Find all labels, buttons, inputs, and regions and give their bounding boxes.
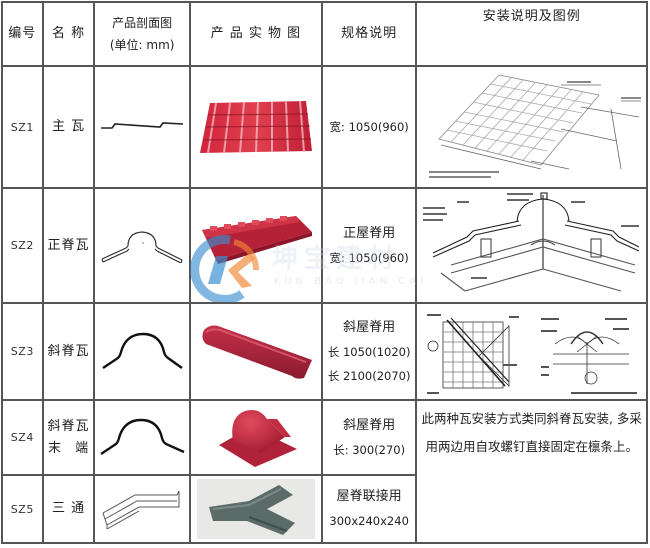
red-ridge-tile-icon (201, 215, 312, 264)
hip-installation-diagram-icon (426, 313, 637, 394)
header-section-unit: (单位: mm) (109, 38, 175, 52)
code-cell: SZ1 (1, 65, 44, 189)
code-cell: SZ4 (1, 399, 44, 476)
photo-cell (188, 474, 323, 544)
red-main-tile-sheet-icon (199, 100, 312, 154)
photo-cell (188, 187, 323, 304)
header-section: 产品剖面图 (单位: mm) (93, 1, 191, 67)
name-cell: 正脊瓦 (41, 187, 96, 304)
photo-cell (188, 65, 323, 189)
spec-cell: 斜屋脊用 长: 300(270) (320, 399, 418, 476)
install-cell (415, 302, 648, 401)
red-hip-end-cap-icon (218, 409, 297, 467)
spec-cell: 斜屋脊用 长 1050(1020) 长 2100(2070) (320, 302, 418, 401)
table-row: SZ1 主 瓦 (1, 65, 648, 189)
hip-tile-profile-icon (102, 332, 183, 369)
ridge-tile-profile-icon (101, 230, 183, 263)
name-cell: 斜脊瓦 (41, 302, 96, 401)
ridge-installation-diagram-icon (422, 191, 639, 292)
install-cell (415, 187, 648, 304)
code-cell: SZ2 (1, 187, 44, 304)
header-photo: 产 品 实 物 图 (188, 1, 323, 67)
photo-cell (188, 399, 323, 476)
header-code: 编号 (1, 1, 44, 67)
table-row: SZ5 三 通 屋脊联接用 (1, 474, 647, 544)
install-cell (415, 65, 648, 189)
section-cell (93, 65, 191, 189)
header-section-title: 产品剖面图 (112, 16, 173, 30)
red-hip-tile-icon (202, 325, 312, 379)
name-cell: 斜脊瓦 末 端 (41, 399, 96, 476)
header-name: 名 称 (41, 1, 96, 67)
header-install: 安装说明及图例 (415, 1, 648, 67)
section-cell (93, 302, 191, 401)
name-cell: 主 瓦 (41, 65, 96, 189)
table-row: SZ2 正脊瓦 (1, 187, 648, 304)
header-spec: 规格说明 (320, 1, 418, 67)
section-cell (93, 187, 191, 304)
header-row: 编号 名 称 产品剖面图 (单位: mm) 产 品 实 物 图 规格说明 安装说… (1, 1, 648, 67)
install-note-text: 此两种瓦安装方式类同斜脊瓦安装, 多采用两边用自攻螺钉直接固定在檩条上。 (421, 411, 642, 454)
spec-cell: 宽: 1050(960) (320, 65, 418, 189)
hip-end-profile-icon (100, 418, 185, 455)
install-note-cell: 此两种瓦安装方式类同斜脊瓦安装, 多采用两边用自攻螺钉直接固定在檩条上。 (415, 399, 648, 544)
table-row: SZ4 斜脊瓦 末 端 斜屋脊用 长: 300( (1, 399, 648, 544)
spec-cell: 正屋脊用 宽: 1050(960) (320, 187, 418, 304)
main-tile-profile-icon (101, 122, 184, 129)
section-cell (93, 399, 191, 476)
photo-cell (188, 302, 323, 401)
roof-tile-installation-diagram-icon (428, 74, 641, 178)
section-cell (93, 474, 191, 544)
three-way-profile-icon (102, 490, 180, 530)
name-cell: 三 通 (41, 474, 96, 544)
spec-cell: 屋脊联接用 300x240x240 (320, 474, 418, 544)
grey-three-way-connector-icon (196, 479, 315, 539)
code-cell: SZ3 (1, 302, 44, 401)
code-cell: SZ5 (1, 474, 44, 544)
table-row: SZ3 斜脊瓦 斜屋脊用 长 1050(1020) 长 2100(2070) (1, 302, 648, 401)
